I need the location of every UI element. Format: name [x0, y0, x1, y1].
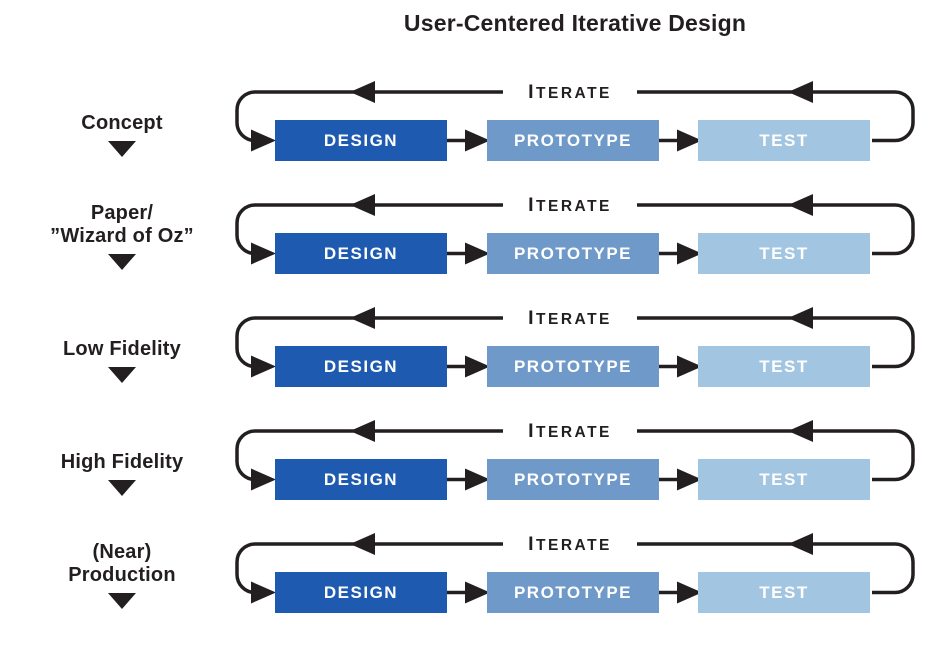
- iterate-left-arrowhead-icon: [350, 420, 375, 442]
- iterate-loop-arrows: [235, 533, 915, 604]
- phase-label-block: Paper/ ”Wizard of Oz”: [0, 177, 244, 270]
- iterate-label: ITERATE: [528, 533, 612, 555]
- arrowhead-into-test-icon: [677, 242, 702, 265]
- iterate-left-arrowhead-icon: [350, 533, 375, 555]
- iterate-left-arrowhead-icon: [350, 307, 375, 329]
- design-box: DESIGN: [275, 459, 447, 500]
- phase-label: Concept: [81, 111, 163, 134]
- iterate-right-arrowhead-icon: [788, 307, 813, 329]
- arrowhead-into-prototype-icon: [465, 468, 490, 491]
- test-box: TEST: [698, 233, 870, 274]
- down-triangle-icon: [108, 367, 136, 383]
- down-triangle-icon: [108, 593, 136, 609]
- iterate-right-arrowhead-icon: [788, 533, 813, 555]
- phase-label: High Fidelity: [60, 450, 184, 473]
- iterate-left-arrowhead-icon: [350, 194, 375, 216]
- iterate-label: ITERATE: [528, 194, 612, 216]
- test-box: TEST: [698, 120, 870, 161]
- phase-rows: ITERATE DESIGN PROTOTYPE TEST Concept I: [0, 64, 949, 629]
- iterate-loop-arrows: [235, 307, 915, 378]
- phase-label-block: Concept: [0, 64, 244, 157]
- diagram-title: User-Centered Iterative Design: [403, 10, 747, 36]
- prototype-box: PROTOTYPE: [487, 459, 659, 500]
- phase-row-paper-wizard-of-oz: ITERATE DESIGN PROTOTYPE TEST Paper/ ”Wi…: [0, 177, 949, 290]
- prototype-box: PROTOTYPE: [487, 233, 659, 274]
- phase-row-near-production: ITERATE DESIGN PROTOTYPE TEST (Near) Pro…: [0, 516, 949, 629]
- iterate-left-arrowhead-icon: [350, 81, 375, 103]
- iterate-right-arrowhead-icon: [788, 420, 813, 442]
- arrowhead-into-design-icon: [251, 581, 276, 604]
- test-box: TEST: [698, 459, 870, 500]
- arrowhead-into-test-icon: [677, 468, 702, 491]
- iterate-loop-arrows: [235, 194, 915, 265]
- arrowhead-into-prototype-icon: [465, 129, 490, 152]
- prototype-box: PROTOTYPE: [487, 572, 659, 613]
- arrowhead-into-design-icon: [251, 468, 276, 491]
- design-box: DESIGN: [275, 572, 447, 613]
- arrowhead-into-prototype-icon: [465, 242, 490, 265]
- test-box: TEST: [698, 346, 870, 387]
- arrowhead-into-design-icon: [251, 242, 276, 265]
- phase-label-block: (Near) Production: [0, 516, 244, 609]
- test-box: TEST: [698, 572, 870, 613]
- phase-label: (Near) Production: [68, 541, 176, 586]
- iterate-label: ITERATE: [528, 81, 612, 103]
- iterate-label: ITERATE: [528, 307, 612, 329]
- design-box: DESIGN: [275, 346, 447, 387]
- phase-row-high-fidelity: ITERATE DESIGN PROTOTYPE TEST High Fidel…: [0, 403, 949, 516]
- phase-row-concept: ITERATE DESIGN PROTOTYPE TEST Concept: [0, 64, 949, 177]
- arrowhead-into-design-icon: [251, 129, 276, 152]
- iterate-label: ITERATE: [528, 420, 612, 442]
- iterate-loop-arrows: [235, 420, 915, 491]
- down-triangle-icon: [108, 254, 136, 270]
- phase-label-block: Low Fidelity: [0, 290, 244, 383]
- phase-label: Paper/ ”Wizard of Oz”: [50, 202, 194, 247]
- arrowhead-into-prototype-icon: [465, 581, 490, 604]
- phase-label-block: High Fidelity: [0, 403, 244, 496]
- iterate-loop-arrows: [235, 81, 915, 152]
- arrowhead-into-design-icon: [251, 355, 276, 378]
- prototype-box: PROTOTYPE: [487, 120, 659, 161]
- phase-row-low-fidelity: ITERATE DESIGN PROTOTYPE TEST Low Fideli…: [0, 290, 949, 403]
- arrowhead-into-test-icon: [677, 129, 702, 152]
- down-triangle-icon: [108, 480, 136, 496]
- design-box: DESIGN: [275, 233, 447, 274]
- design-box: DESIGN: [275, 120, 447, 161]
- iterate-right-arrowhead-icon: [788, 81, 813, 103]
- down-triangle-icon: [108, 141, 136, 157]
- iterate-right-arrowhead-icon: [788, 194, 813, 216]
- arrowhead-into-prototype-icon: [465, 355, 490, 378]
- arrowhead-into-test-icon: [677, 355, 702, 378]
- arrowhead-into-test-icon: [677, 581, 702, 604]
- phase-label: Low Fidelity: [63, 337, 181, 360]
- prototype-box: PROTOTYPE: [487, 346, 659, 387]
